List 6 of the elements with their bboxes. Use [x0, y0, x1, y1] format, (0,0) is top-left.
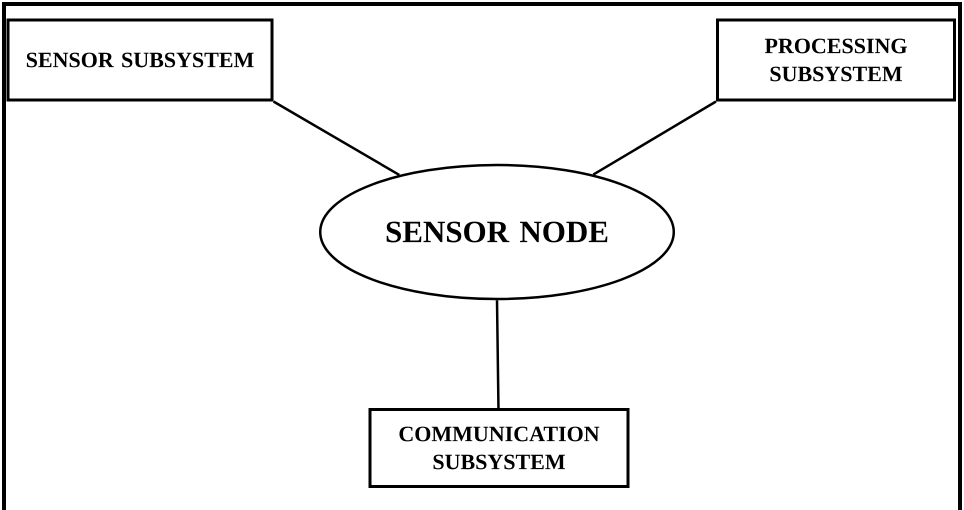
subsystem-box: PROCESSING SUBSYSTEM: [716, 18, 956, 102]
connector-line: [272, 100, 400, 176]
subsystem-box: COMMUNICATION SUBSYSTEM: [368, 408, 630, 488]
subsystem-box: SENSOR SUBSYSTEM: [6, 18, 274, 102]
connector-line: [592, 100, 717, 176]
connector-line: [496, 300, 500, 408]
